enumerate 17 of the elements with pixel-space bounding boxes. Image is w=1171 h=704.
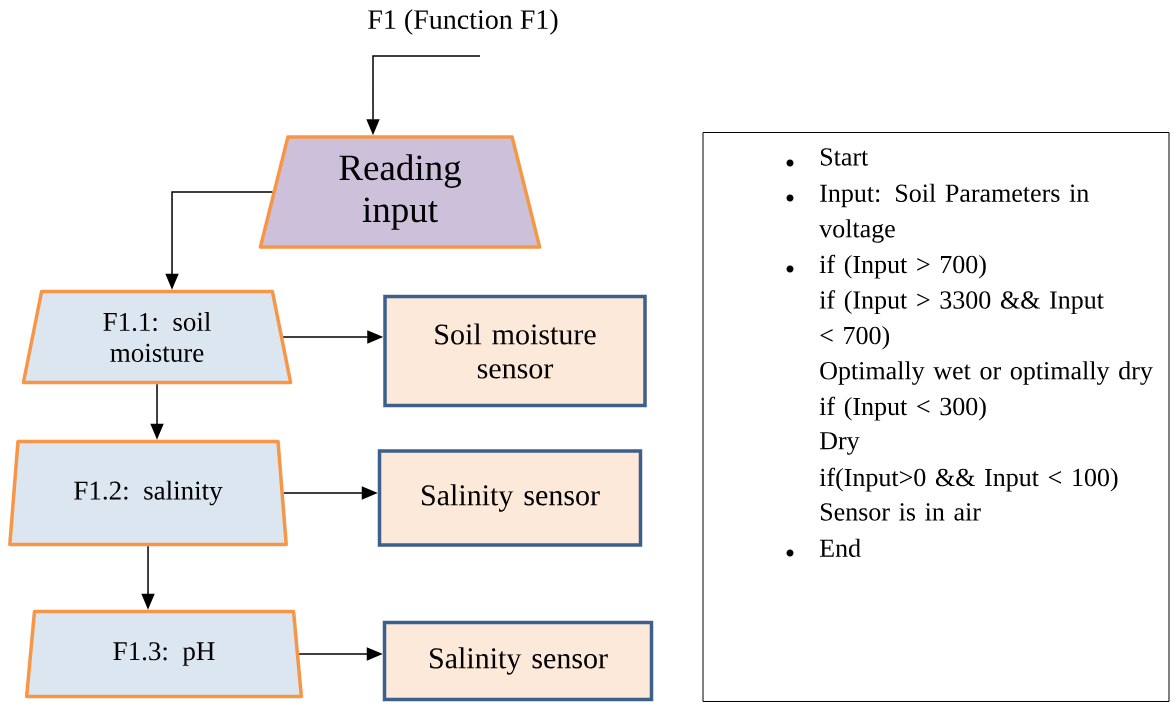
process-trapezoid: F1.1: soil moisture bbox=[21, 289, 293, 385]
sensor-box: Salinity sensor bbox=[377, 449, 643, 547]
process-trapezoid: F1.2: salinity bbox=[8, 439, 288, 547]
title: F1 (Function F1) bbox=[368, 9, 558, 35]
list-item: End bbox=[819, 538, 861, 557]
process-trapezoid: F1.3: pH bbox=[24, 609, 304, 699]
list-item: if (Input > 700) bbox=[819, 254, 986, 279]
list-item: Dry bbox=[819, 432, 860, 455]
process-trapezoid: Reading input bbox=[258, 135, 542, 249]
list-item: Start bbox=[820, 148, 869, 166]
list-item: Optimally wet or optimally dry bbox=[820, 361, 1153, 385]
sensor-box: Salinity sensor bbox=[382, 620, 654, 702]
list-item: if (Input < 300) bbox=[819, 396, 986, 421]
list-item: Sensor is in air bbox=[820, 503, 981, 521]
list-item: if(Input>0 && Input < 100) bbox=[819, 467, 1118, 492]
sensor-box: Soil moisture sensor bbox=[383, 294, 647, 408]
list-item: if (Input > 3300 && Input < 700) bbox=[819, 290, 1104, 350]
